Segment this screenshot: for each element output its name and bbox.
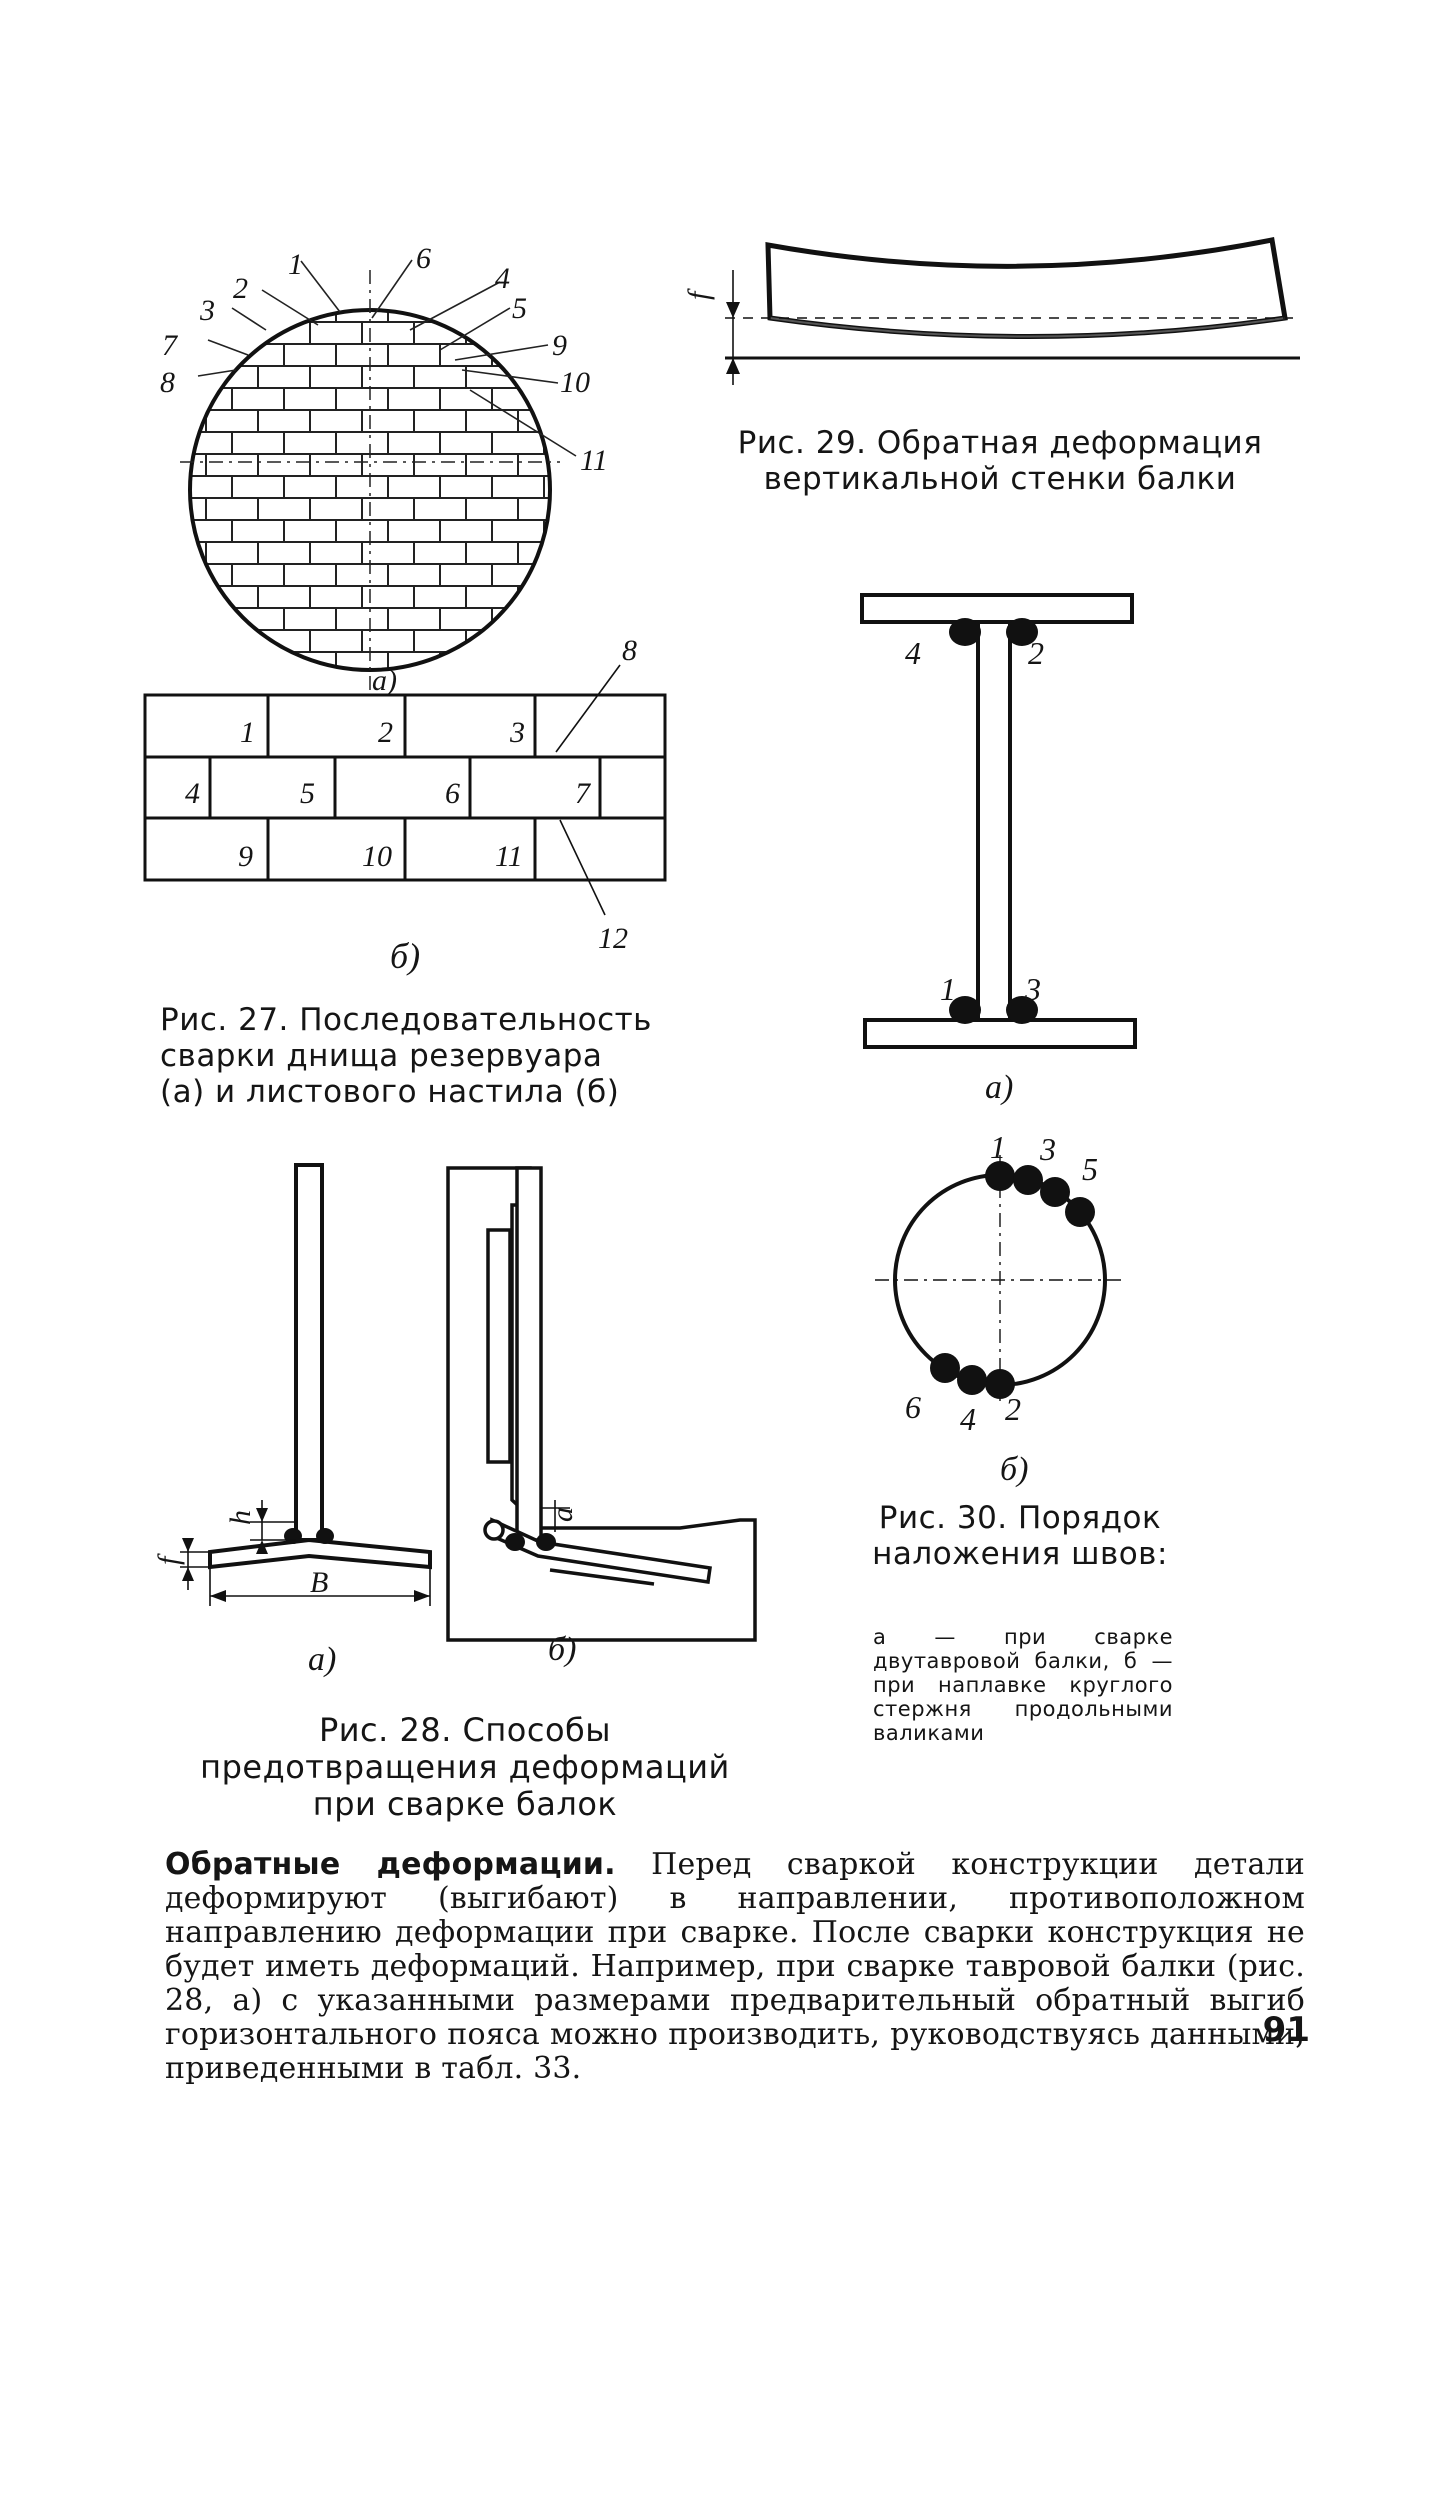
fig30a-label-3: 3 — [1024, 971, 1041, 1007]
fig27a-label-5: 5 — [512, 292, 527, 325]
fig29-caption: Рис. 29. Обратная деформация вертикально… — [737, 425, 1263, 497]
fig28b-subfig-label: б) — [548, 1631, 576, 1668]
fig28-caption: Рис. 28. Способы предотвращения деформац… — [200, 1711, 730, 1823]
fig27-circle-diagram: 1 2 3 4 5 6 7 8 9 10 11 а) — [160, 242, 608, 697]
fig28a-dim-B: В — [310, 1566, 328, 1599]
fig27a-label-6: 6 — [416, 242, 431, 275]
fig27-caption-line-3: (а) и листового настила (б) — [160, 1074, 620, 1110]
fig30-caption-note: а — при сварке двутавровой балки, б — пр… — [873, 1625, 1173, 1745]
paragraph-text: Перед сваркой конструкции детали деформи… — [165, 1847, 1305, 2086]
fig27b-cell-6: 6 — [445, 777, 460, 810]
paragraph-lead: Обратные деформации. — [165, 1847, 616, 1882]
fig27b-cell-10: 10 — [362, 840, 392, 873]
fig30-ibeam-diagram — [860, 593, 1137, 1049]
fig30a-label-4: 4 — [905, 635, 921, 671]
fig27b-cell-7: 7 — [575, 777, 592, 810]
fig30b-label-1: 1 — [990, 1129, 1006, 1165]
fig30b-label-3: 3 — [1039, 1131, 1056, 1167]
fig27a-label-8: 8 — [160, 366, 175, 399]
fig27a-label-11: 11 — [580, 444, 608, 477]
fig27b-cell-1: 1 — [240, 716, 255, 749]
fig30b-label-6: 6 — [905, 1389, 921, 1425]
fig27a-label-10: 10 — [560, 366, 590, 399]
fig28a-subfig-label: а) — [308, 1641, 336, 1678]
fig30b-label-4: 4 — [960, 1401, 976, 1437]
fig27-caption: Рис. 27. Последовательность сварки днища… — [160, 1002, 660, 1110]
fig30b-label-5: 5 — [1082, 1151, 1098, 1187]
fig27a-label-3: 3 — [199, 294, 215, 327]
fig27a-label-1: 1 — [288, 248, 303, 281]
fig27a-label-4: 4 — [495, 262, 510, 295]
fig29-dim-f: f — [682, 288, 715, 300]
fig27b-subfig-label: б) — [390, 936, 420, 976]
fig30b-label-2: 2 — [1005, 1391, 1021, 1427]
fig30a-label-1: 1 — [940, 971, 956, 1007]
fig29-beam-diagram — [725, 237, 1300, 385]
fig27-caption-line-1: Рис. 27. Последовательность — [160, 1002, 652, 1038]
fig27-caption-line-2: сварки днища резервуара — [160, 1038, 603, 1074]
fig27a-subfig-label: а) — [372, 664, 397, 697]
fig27b-cell-5: 5 — [300, 777, 315, 810]
fig27a-label-9: 9 — [552, 329, 567, 362]
fig30a-label-2: 2 — [1028, 635, 1044, 671]
fig27b-cell-9: 9 — [238, 840, 253, 873]
fig30-rod-diagram — [875, 1155, 1125, 1405]
fig30b-subfig-label: б) — [1000, 1451, 1028, 1488]
fig28a-dim-f: f — [152, 1553, 185, 1565]
fig27a-label-7: 7 — [162, 329, 179, 362]
fig27b-callout-8: 8 — [622, 634, 637, 667]
fig27-plate-grid — [143, 664, 667, 916]
fig28b-fixture-diagram — [446, 1166, 757, 1642]
fig27b-cell-2: 2 — [378, 716, 393, 749]
fig30-caption: Рис. 30. Порядок наложения швов: — [872, 1500, 1168, 1572]
fig28b-dim-a: а — [546, 1507, 579, 1522]
body-paragraph: Обратные деформации. Перед сваркой конст… — [165, 1848, 1305, 2086]
fig27b-cell-11: 11 — [495, 840, 523, 873]
fig28a-dim-h: h — [224, 1510, 257, 1525]
fig30a-subfig-label: а) — [985, 1069, 1013, 1106]
fig28a-tbeam-diagram — [180, 1163, 432, 1606]
fig27b-callout-12: 12 — [598, 922, 628, 955]
page-number: 91 — [1262, 2010, 1310, 2050]
fig27b-cell-3: 3 — [509, 716, 525, 749]
fig27a-label-2: 2 — [233, 272, 248, 305]
fig27b-cell-4: 4 — [185, 777, 200, 810]
